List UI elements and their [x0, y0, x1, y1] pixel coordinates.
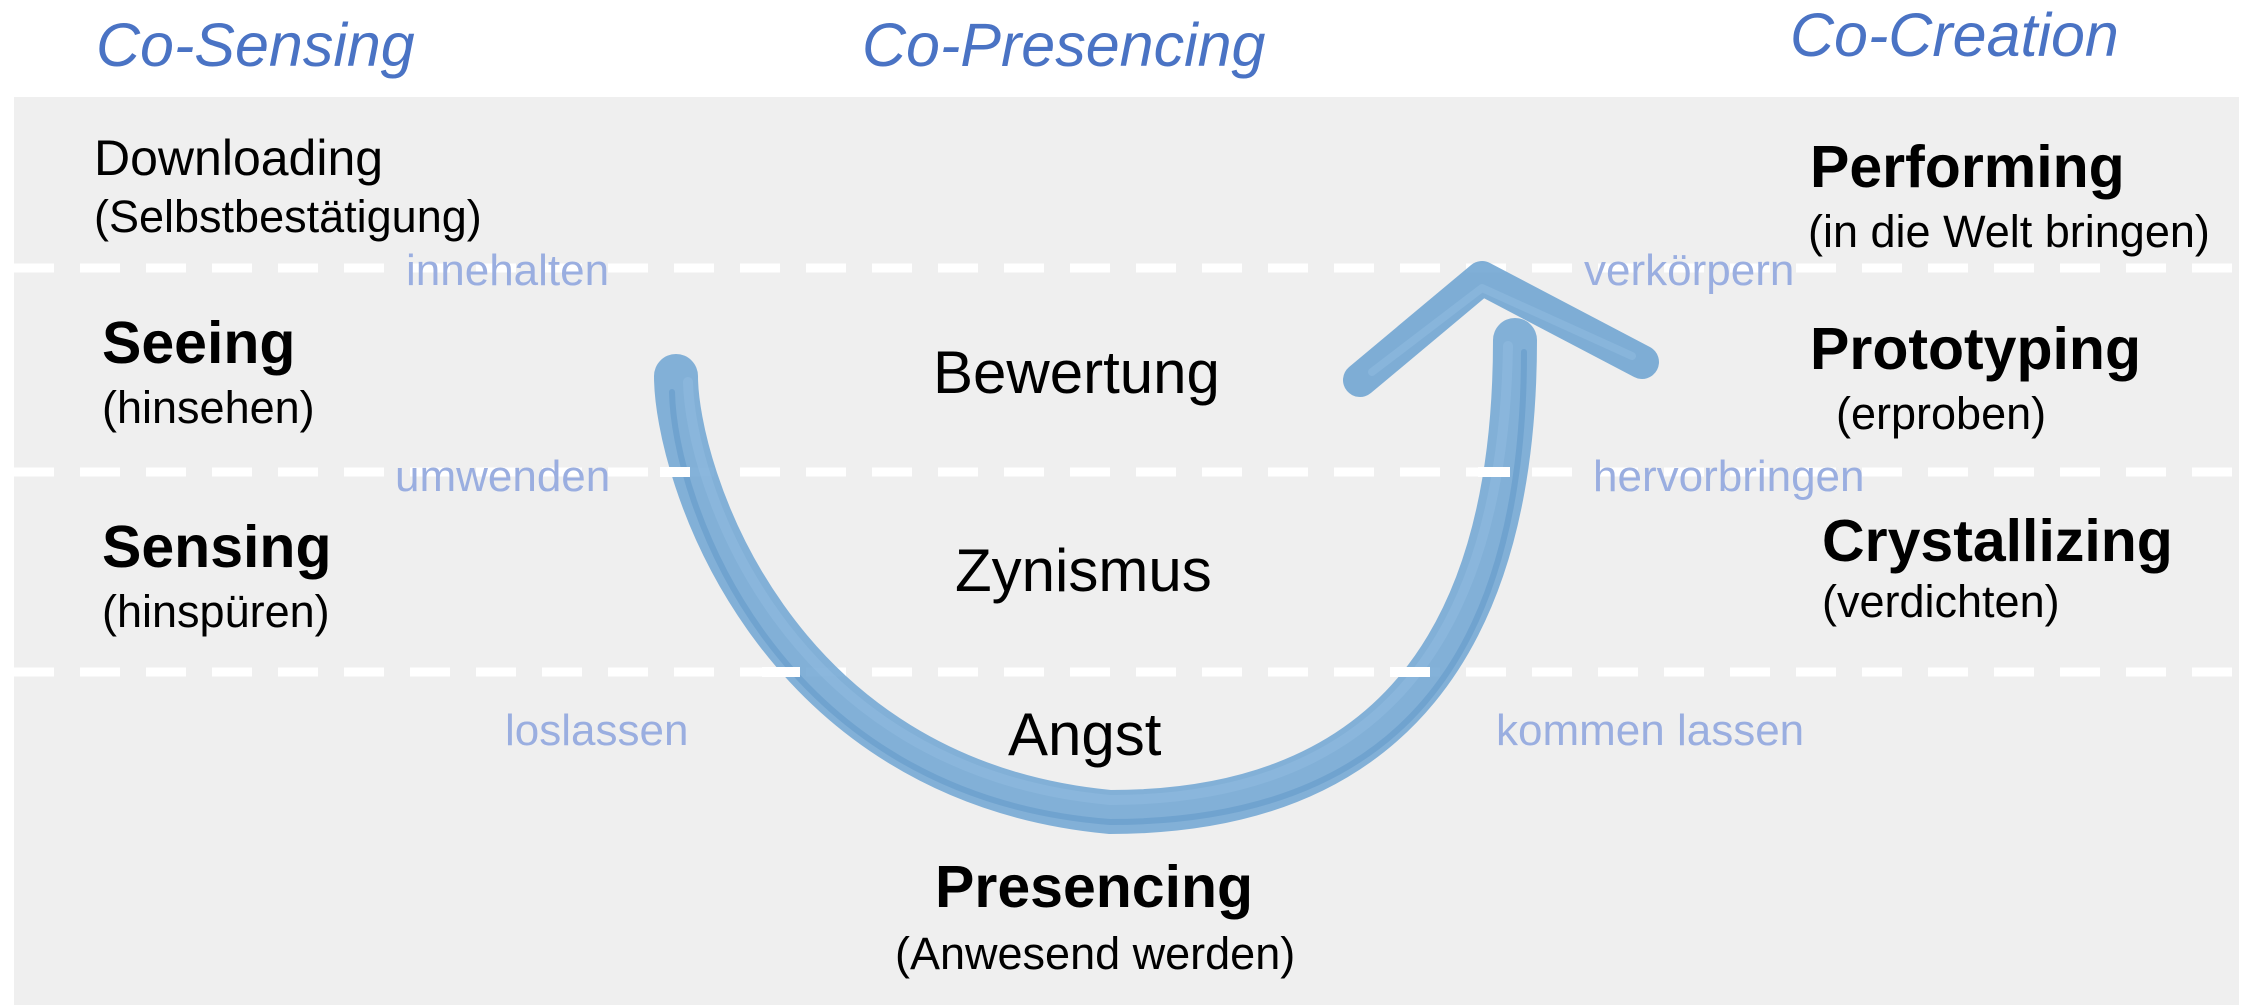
- phase-header-co-presencing: Co-Presencing: [862, 11, 1266, 79]
- transition-umwenden: umwenden: [395, 452, 611, 501]
- transition-hervorbringen: hervorbringen: [1593, 452, 1865, 501]
- u-shaped-arrow-icon: [654, 318, 1537, 834]
- level-sensing-title: Sensing: [102, 514, 332, 580]
- barrier-zynismus: Zynismus: [955, 537, 1212, 604]
- barrier-angst: Angst: [1008, 701, 1162, 768]
- level-prototyping-title: Prototyping: [1810, 316, 2142, 382]
- level-seeing-title: Seeing: [102, 310, 296, 376]
- level-performing-subtitle: (in die Welt bringen): [1808, 206, 2210, 257]
- phase-header-co-creation: Co-Creation: [1790, 1, 2119, 69]
- level-seeing-subtitle: (hinsehen): [102, 382, 315, 433]
- arrowhead-up-icon: [1343, 261, 1659, 397]
- level-crystallizing-subtitle: (verdichten): [1822, 576, 2060, 627]
- barrier-bewertung: Bewertung: [933, 339, 1220, 406]
- diagram-background-panel: [14, 97, 2239, 1005]
- level-presencing-title: Presencing: [935, 854, 1254, 920]
- transition-loslassen: loslassen: [505, 706, 689, 755]
- phase-header-co-sensing: Co-Sensing: [96, 11, 415, 79]
- transition-innehalten: innehalten: [406, 246, 610, 295]
- level-crystallizing-title: Crystallizing: [1822, 508, 2173, 574]
- transition-kommen-lassen: kommen lassen: [1496, 706, 1805, 755]
- level-downloading-subtitle: (Selbstbestätigung): [94, 191, 482, 242]
- level-downloading-title: Downloading: [94, 130, 384, 186]
- level-presencing-subtitle: (Anwesend werden): [895, 928, 1296, 979]
- level-performing-title: Performing: [1810, 134, 2125, 200]
- transition-verkoerpern: verkörpern: [1584, 246, 1795, 295]
- level-prototyping-subtitle: (erproben): [1836, 388, 2047, 439]
- level-sensing-subtitle: (hinspüren): [102, 586, 330, 637]
